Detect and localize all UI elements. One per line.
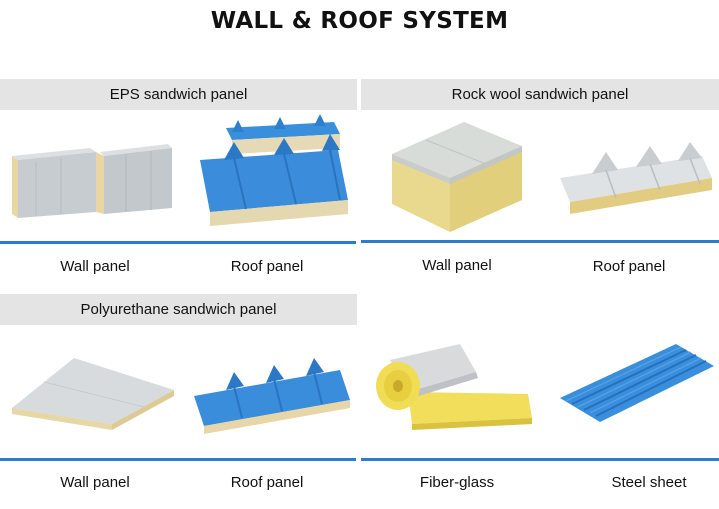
rockwool-wall-panel-caption: Wall panel [422, 257, 492, 274]
eps-roof-panel-caption: Roof panel [230, 258, 304, 275]
others-section-underline [361, 458, 719, 461]
eps-section-underline [0, 241, 356, 244]
fiberglass-caption: Fiber-glass [419, 474, 495, 491]
rockwool-section-header: Rock wool sandwich panel [361, 79, 719, 110]
page-title: WALL & ROOF SYSTEM [210, 8, 509, 34]
eps-wall-panel-caption: Wall panel [60, 258, 130, 275]
steel-sheet-caption: Steel sheet [611, 474, 687, 491]
rockwool-roof-panel-caption: Roof panel [592, 258, 666, 275]
pu-roof-panel-image [190, 356, 354, 434]
steel-sheet-image [556, 340, 716, 424]
rockwool-roof-panel-image [552, 142, 716, 214]
eps-roof-panel-image [184, 114, 354, 232]
fiberglass-roll-image [368, 338, 534, 432]
eps-section-header: EPS sandwich panel [0, 79, 357, 110]
rockwool-section-title: Rock wool sandwich panel [451, 86, 629, 103]
pu-roof-panel-caption: Roof panel [230, 474, 304, 491]
pu-wall-panel-image [8, 350, 178, 430]
eps-wall-panel-image [6, 122, 176, 232]
rockwool-wall-panel-image [378, 116, 528, 234]
polyurethane-section-title: Polyurethane sandwich panel [80, 301, 277, 318]
polyurethane-section-header: Polyurethane sandwich panel [0, 294, 357, 325]
eps-section-title: EPS sandwich panel [109, 86, 248, 103]
polyurethane-section-underline [0, 458, 356, 461]
pu-wall-panel-caption: Wall panel [60, 474, 130, 491]
rockwool-section-underline [361, 240, 719, 243]
